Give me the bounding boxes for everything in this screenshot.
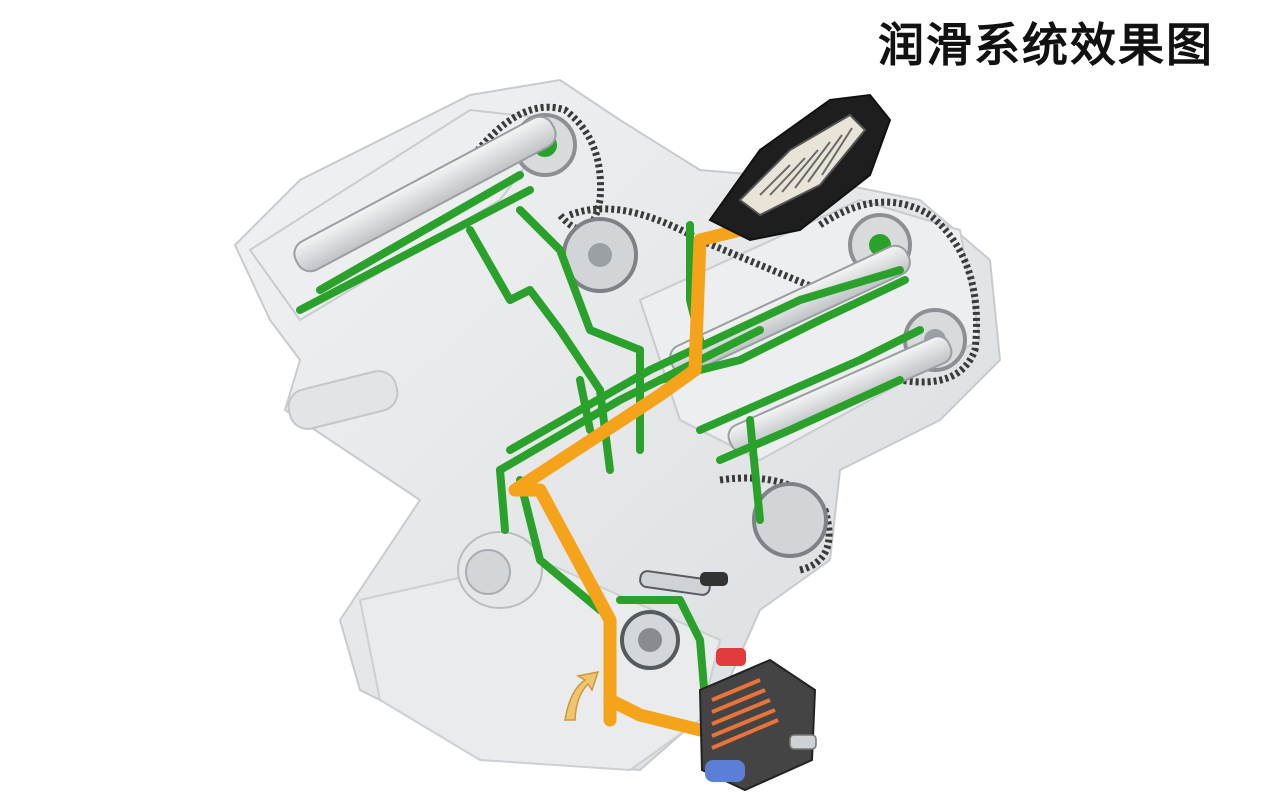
sprocket-lower: [752, 482, 828, 558]
oil-pump: [620, 570, 728, 670]
oil-gallery-left-head: [296, 186, 534, 314]
oil-pressure-feed-cooler: [603, 693, 707, 737]
oil-galleries: [296, 171, 924, 704]
oil-cooler: [698, 648, 817, 792]
diagram-title: 润滑系统效果图: [878, 18, 1214, 72]
oil-pressure-line: [508, 223, 747, 737]
hot-oil-inlet: [716, 648, 746, 666]
timing-chain-left: [467, 103, 605, 233]
intake-pipe: [287, 370, 399, 430]
timing-chain-right: [818, 198, 981, 386]
timing-chain-center: [568, 205, 822, 294]
oil-pressure-riser: [508, 223, 747, 727]
camshaft-left: [293, 115, 557, 273]
coolant-outlet: [705, 760, 745, 782]
oil-gallery-right-head: [696, 326, 924, 434]
suction-arrow: [564, 671, 600, 721]
oil-pan: [358, 558, 722, 772]
suction-arrow-icon: [564, 671, 600, 721]
oil-gallery-main: [496, 326, 764, 474]
oil-filter: [708, 93, 892, 242]
